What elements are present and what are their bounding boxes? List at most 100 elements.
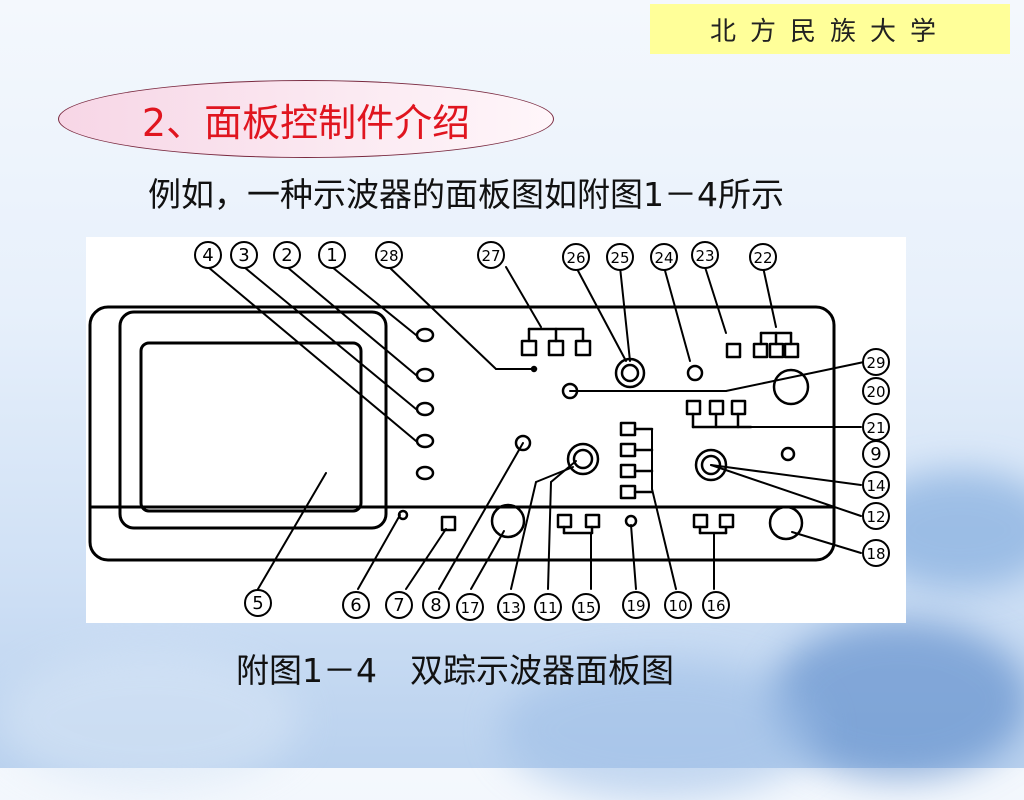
slide-subtitle: 例如，一种示波器的面板图如附图1－4所示: [148, 175, 784, 214]
callout-circle: [862, 539, 890, 567]
background-decoration: [0, 650, 300, 790]
callout-12: 12: [862, 502, 890, 530]
callout-circle: [606, 243, 634, 271]
callout-3: 3: [230, 241, 258, 269]
callout-circle: [422, 591, 450, 619]
callout-number: 12: [866, 508, 885, 526]
callout-number: 21: [866, 419, 885, 437]
callout-1: 1: [318, 241, 346, 269]
callout-number: 1: [326, 245, 337, 266]
callout-number: 9: [870, 444, 881, 465]
callout-circle: [562, 243, 590, 271]
callout-22: 22: [749, 243, 777, 271]
callout-26: 26: [562, 243, 590, 271]
callout-16: 16: [702, 591, 730, 619]
callout-20: 20: [862, 377, 890, 405]
callout-number: 19: [626, 597, 645, 615]
callout-circle: [691, 241, 719, 269]
university-logo-banner: 北方民族大学: [650, 4, 1010, 54]
callout-17: 17: [456, 593, 484, 621]
callout-circle: [862, 471, 890, 499]
callout-15: 15: [572, 593, 600, 621]
callout-27: 27: [477, 241, 505, 269]
callout-circle: [862, 377, 890, 405]
callout-circle: [650, 243, 678, 271]
callout-number: 5: [252, 593, 263, 614]
callout-circle: [497, 593, 525, 621]
callout-14: 14: [862, 471, 890, 499]
callout-5: 5: [244, 589, 272, 617]
callout-number: 16: [706, 597, 725, 615]
callout-number: 25: [610, 249, 629, 267]
callout-circle: [622, 591, 650, 619]
callout-19: 19: [622, 591, 650, 619]
university-name: 北方民族大学: [709, 16, 950, 47]
callout-number: 11: [538, 599, 557, 617]
callout-10: 10: [664, 591, 692, 619]
callout-circle: [862, 440, 890, 468]
callout-circle: [862, 502, 890, 530]
callout-2: 2: [273, 241, 301, 269]
callout-29: 29: [862, 348, 890, 376]
switch-group-22: [725, 331, 800, 359]
callout-circle: [664, 591, 692, 619]
middle-controls: [514, 434, 796, 482]
oscilloscope-case: [88, 305, 836, 562]
callout-circle: [534, 593, 562, 621]
callout-circle: [385, 591, 413, 619]
callout-number: 4: [202, 245, 213, 266]
switch-group-27: [520, 327, 592, 357]
callout-number: 24: [654, 249, 673, 267]
callout-circle: [318, 241, 346, 269]
callout-circle: [342, 591, 370, 619]
callout-circle: [862, 348, 890, 376]
callout-11: 11: [534, 593, 562, 621]
slide-title: 2、面板控制件介绍: [141, 100, 471, 145]
callout-7: 7: [385, 591, 413, 619]
callout-number: 18: [866, 545, 885, 563]
callout-25: 25: [606, 243, 634, 271]
callout-13: 13: [497, 593, 525, 621]
callout-number: 6: [350, 595, 361, 616]
callout-circle: [230, 241, 258, 269]
callout-number: 2: [281, 245, 292, 266]
callout-number: 28: [379, 247, 398, 265]
crt-screen: [139, 341, 363, 513]
callout-6: 6: [342, 591, 370, 619]
callout-number: 22: [753, 249, 772, 267]
callout-circle: [477, 241, 505, 269]
callout-28: 28: [375, 241, 403, 269]
callout-circle: [273, 241, 301, 269]
callout-number: 20: [866, 383, 885, 401]
callout-9: 9: [862, 440, 890, 468]
slide-title-badge: 2、面板控制件介绍: [58, 80, 554, 158]
left-knob-column: [415, 327, 435, 481]
crt-screen-bezel: [118, 310, 388, 530]
bottom-controls: [397, 503, 804, 541]
callout-number: 13: [501, 599, 520, 617]
switch-group-21: [685, 399, 753, 429]
callout-23: 23: [691, 241, 719, 269]
top-controls: [530, 357, 810, 406]
callout-number: 3: [238, 245, 249, 266]
callout-8: 8: [422, 591, 450, 619]
callout-circle: [456, 593, 484, 621]
callout-number: 17: [460, 599, 479, 617]
callout-circle: [375, 241, 403, 269]
callout-18: 18: [862, 539, 890, 567]
callout-number: 29: [866, 354, 885, 372]
callout-number: 23: [695, 247, 714, 265]
callout-21: 21: [862, 413, 890, 441]
callout-number: 10: [668, 597, 687, 615]
callout-circle: [749, 243, 777, 271]
background-decoration: [770, 620, 1024, 780]
callout-circle: [702, 591, 730, 619]
callout-circle: [572, 593, 600, 621]
callout-number: 27: [481, 247, 500, 265]
switch-column-10: [619, 421, 654, 500]
callout-4: 4: [194, 241, 222, 269]
callout-circle: [244, 589, 272, 617]
callout-number: 7: [393, 595, 404, 616]
